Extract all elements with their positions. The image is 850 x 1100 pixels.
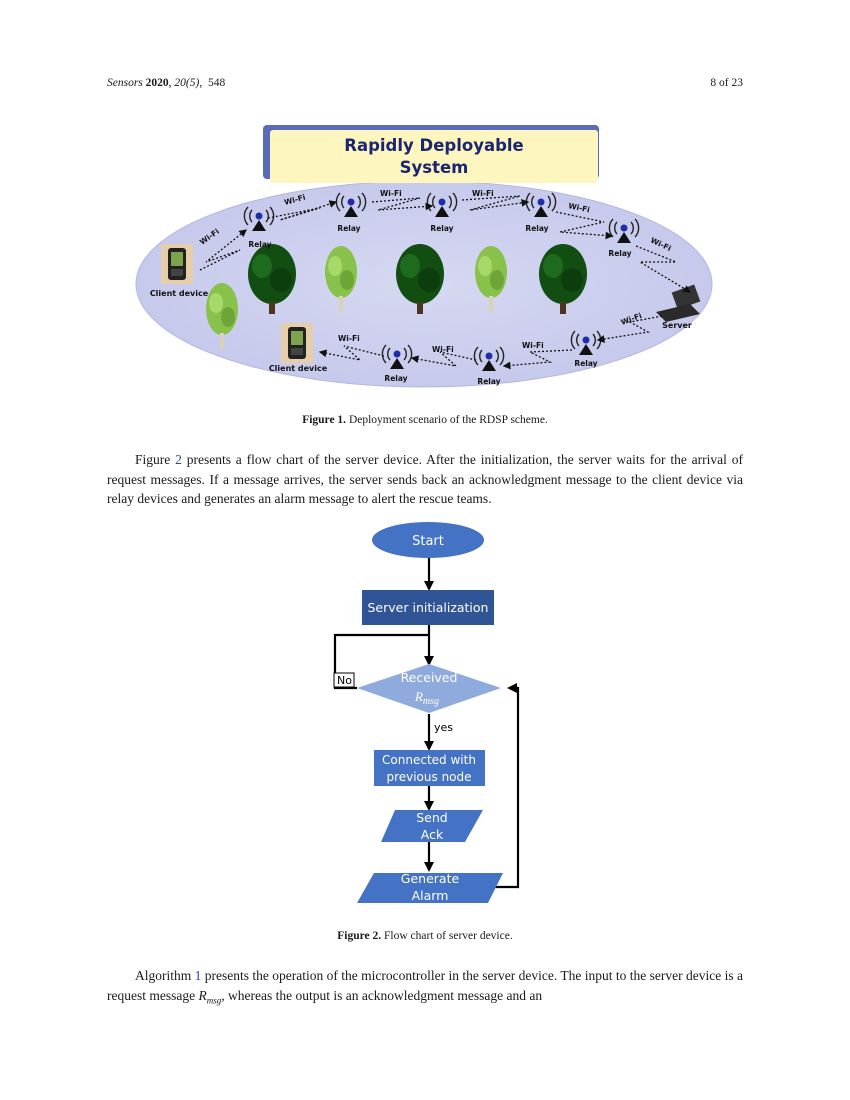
client-device-icon: [161, 244, 193, 284]
figure-2-caption: Figure 2. Flow chart of server device.: [0, 930, 850, 942]
decision-label-variable: Rmsg: [414, 689, 439, 707]
journal-volume: 20(5): [174, 77, 200, 89]
paragraph-2-variable: Rmsg: [198, 987, 222, 1006]
figure-1-caption-text: Deployment scenario of the RDSP scheme.: [346, 414, 548, 426]
decision-label-line1: Received: [401, 670, 458, 685]
no-branch-label: No: [337, 674, 352, 687]
paragraph-2-text: , whereas the output is an acknowledgmen…: [221, 987, 543, 1003]
figure-2-caption-label: Figure 2.: [337, 930, 382, 942]
connected-label-line1: Connected with: [382, 753, 476, 767]
paragraph-2-text: presents the operation of the microcontr…: [107, 968, 743, 1003]
send-ack-label-line2: Ack: [421, 827, 444, 842]
paragraph-1-text: Figure: [135, 452, 176, 467]
send-ack-parallelogram: [381, 810, 483, 842]
yes-branch-label: yes: [434, 721, 453, 734]
figure-2-reference-link[interactable]: 2: [175, 452, 182, 467]
figure-1-caption-label: Figure 1.: [302, 414, 347, 426]
generate-alarm-parallelogram: [357, 873, 503, 903]
client-device-label: Client device: [269, 364, 328, 373]
client-device-label: Client device: [150, 289, 209, 298]
paragraph-2: Algorithm 1 presents the operation of th…: [107, 966, 743, 1011]
article-number: 548: [207, 77, 226, 89]
figure-1-deployment-scenario: Rapidly Deployable System Client device …: [135, 125, 713, 388]
server-laptop-icon: [656, 284, 701, 322]
journal-name: Sensors: [107, 77, 143, 89]
generate-alarm-label-line2: Alarm: [412, 888, 449, 903]
wifi-label: Wi-Fi: [432, 345, 454, 354]
start-terminal: [372, 522, 484, 558]
generate-alarm-label-line1: Generate: [401, 871, 460, 886]
connected-previous-node-box: [374, 750, 485, 786]
send-ack-label-line1: Send: [416, 810, 447, 825]
relay-label: Relay: [477, 377, 500, 386]
running-header: Sensors 2020, 20(5), 548: [107, 77, 226, 89]
relay-label: Relay: [384, 374, 407, 383]
paragraph-1-text: presents a flow chart of the server devi…: [107, 452, 743, 506]
algorithm-1-reference-link[interactable]: 1: [194, 968, 202, 983]
relay-label: Relay: [525, 224, 548, 233]
received-decision-diamond: [357, 664, 501, 713]
journal-year: 2020: [145, 77, 169, 89]
paragraph-2-text: Algorithm: [135, 968, 195, 983]
figure-2-caption-text: Flow chart of server device.: [381, 930, 513, 942]
relay-label: Relay: [337, 224, 360, 233]
server-initialization-box: [362, 590, 494, 625]
relay-label: Relay: [248, 240, 271, 249]
client-device-icon: [281, 323, 313, 363]
paragraph-1: Figure 2 presents a flow chart of the se…: [107, 450, 743, 509]
wifi-label: Wi-Fi: [380, 189, 402, 198]
start-label: Start: [412, 534, 444, 549]
server-initialization-label: Server initialization: [368, 600, 489, 615]
relay-label: Relay: [574, 359, 597, 368]
figure-1-caption: Figure 1. Deployment scenario of the RDS…: [0, 414, 850, 426]
page-number: 8 of 23: [710, 77, 743, 89]
figure-1-title-box: Rapidly Deployable System: [263, 125, 599, 183]
connected-label-line2: previous node: [386, 770, 471, 784]
relay-label: Relay: [430, 224, 453, 233]
figure-1-title-line1: Rapidly Deployable: [344, 136, 524, 155]
wifi-label: Wi-Fi: [522, 341, 544, 350]
wifi-label: Wi-Fi: [338, 334, 360, 343]
figure-1-title-line2: System: [400, 158, 469, 177]
wifi-label: Wi-Fi: [568, 201, 591, 214]
relay-label: Relay: [608, 249, 631, 258]
wifi-label: Wi-Fi: [472, 189, 494, 198]
server-label: Server: [662, 321, 692, 330]
